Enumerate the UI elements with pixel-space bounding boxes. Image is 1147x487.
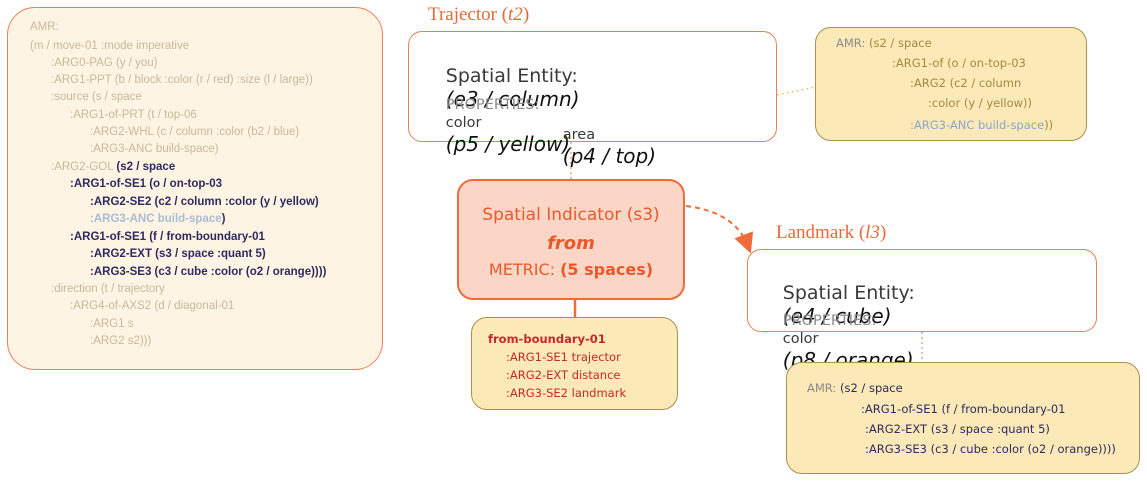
amr-line-10: :ARG2-SE2 (c2 / column :color (y / yello…: [90, 196, 319, 208]
indicator-amr-line-1: :ARG1-SE1 trajector: [506, 350, 621, 364]
trajector-heading: Trajector (t2): [428, 4, 529, 26]
trajector-heading-var: t2: [508, 4, 523, 25]
amr-line-8: :ARG2-GOL (s2 / space: [51, 160, 175, 175]
landmark-amr-line-2: :ARG2-EXT (s3 / space :quant 5): [865, 422, 1050, 436]
amr-line-17: :ARG1 s: [90, 318, 134, 330]
amr-line-8-prefix: :ARG2-GOL: [51, 161, 117, 173]
landmark-properties-label: PROPERTIES:: [782, 313, 877, 329]
trajector-amr-box: AMR: (s2 / space :ARG1-of (o / on-top-03…: [815, 27, 1087, 141]
trajector-amr-line-4-text: :ARG3-ANC build-space: [910, 118, 1045, 132]
landmark-entity-label: Spatial Entity:: [782, 282, 915, 304]
trajector-prop-color: PROPERTIES: color (p5 / yellow): [428, 78, 570, 174]
indicator-amr-line-2: :ARG2-EXT distance: [506, 368, 621, 382]
trajector-amr-line-4-suffix: )): [1044, 118, 1054, 132]
trajector-amr-line-0-text: (s2 / space: [865, 36, 932, 50]
indicator-amr-line-3: :ARG3-SE2 landmark: [506, 386, 627, 400]
trajector-prop1-value: (p5 / yellow): [445, 132, 571, 156]
landmark-amr-box: AMR: (s2 / space :ARG1-of-SE1 (f / from-…: [786, 362, 1140, 474]
amr-line-14: :ARG3-SE3 (c3 / cube :color (o2 / orange…: [90, 266, 327, 278]
amr-line-18: :ARG2 s2))): [90, 335, 152, 347]
trajector-heading-text: Trajector (: [428, 4, 509, 25]
spatial-indicator-box: Spatial Indicator (s3) from METRIC: (5 s…: [457, 179, 685, 300]
landmark-heading: Landmark (l3): [776, 222, 886, 244]
trajector-amr-line-3: :color (y / yellow)): [928, 96, 1033, 110]
trajector-properties-label: PROPERTIES:: [445, 97, 540, 113]
trajector-amr-prefix: AMR:: [836, 36, 866, 50]
amr-line-3: :ARG1-PPT (b / block :color (r / red) :s…: [51, 74, 313, 86]
landmark-amr-line-0: AMR: (s2 / space: [807, 379, 903, 397]
landmark-heading-close: ): [879, 222, 887, 243]
amr-line-11-prefix: :ARG3-ANC build-space: [90, 213, 222, 225]
amr-full-panel: AMR: (m / move-01 :mode imperative :ARG0…: [7, 7, 383, 370]
landmark-box: Spatial Entity: (e4 / cube) PROPERTIES: …: [747, 249, 1097, 372]
landmark-amr-prefix: AMR:: [807, 381, 837, 395]
trajector-entity-label: Spatial Entity:: [445, 65, 578, 87]
trajector-amr-line-1: :ARG1-of (o / on-top-03: [892, 56, 1026, 70]
amr-line-1: (m / move-01 :mode imperative: [30, 40, 190, 52]
trajector-prop2-key: area: [562, 127, 596, 143]
connector-trajector-amr: [776, 86, 816, 96]
trajector-heading-close: ): [522, 4, 530, 25]
landmark-amr-line-3: :ARG3-SE3 (c3 / cube :color (o2 / orange…: [865, 442, 1116, 456]
amr-line-13: :ARG2-EXT (s3 / space :quant 5): [90, 248, 266, 260]
amr-line-7: :ARG3-ANC build-space): [90, 143, 219, 155]
indicator-title: Spatial Indicator (s3): [482, 205, 660, 225]
indicator-relation: from: [547, 233, 595, 254]
landmark-entity: Spatial Entity: (e4 / cube): [765, 264, 915, 346]
indicator-amr-box: from-boundary-01 :ARG1-SE1 trajector :AR…: [471, 317, 678, 410]
amr-line-16: :ARG4-of-AXS2 (d / diagonal-01: [70, 300, 235, 312]
amr-line-5: :ARG1-of-PRT (t / top-06: [70, 109, 197, 121]
amr-line-2: :ARG0-PAG (y / you): [51, 57, 158, 69]
trajector-amr-line-0: AMR: (s2 / space: [836, 34, 932, 52]
indicator-metric-value: (5 spaces): [560, 260, 654, 279]
trajector-box: Spatial Entity: (e3 / column) PROPERTIES…: [408, 31, 777, 168]
indicator-metric-label: METRIC:: [488, 260, 556, 279]
trajector-amr-line-2: :ARG2 (c2 / column: [910, 76, 1022, 90]
landmark-prop1-key: color: [782, 331, 819, 347]
amr-line-4: :source (s / space: [51, 91, 142, 103]
amr-line-15: :direction (t / trajectory: [51, 283, 165, 295]
trajector-entity: Spatial Entity: (e3 / column): [428, 47, 580, 129]
trajector-entity-value: (e3 / column): [445, 87, 580, 111]
indicator-metric: METRIC: (5 spaces): [459, 260, 683, 279]
landmark-amr-line-1: :ARG1-of-SE1 (f / from-boundary-01: [861, 402, 1066, 416]
amr-line-8-suffix: (s2 / space: [116, 161, 176, 173]
amr-line-6: :ARG2-WHL (c / column :color (b2 / blue): [90, 126, 300, 138]
amr-line-12: :ARG1-of-SE1 (f / from-boundary-01: [70, 231, 265, 243]
trajector-prop-area: area (p4 / top): [545, 108, 656, 186]
landmark-heading-text: Landmark (: [776, 222, 866, 243]
trajector-amr-line-4: :ARG3-ANC build-space)): [910, 116, 1053, 134]
landmark-entity-value: (e4 / cube): [782, 304, 892, 328]
indicator-amr-line-0: from-boundary-01: [488, 332, 606, 346]
arrow-indicator-landmark: [685, 205, 754, 254]
landmark-heading-var: l3: [865, 222, 880, 243]
landmark-amr-line-0-text: (s2 / space: [836, 381, 903, 395]
amr-line-0: AMR:: [30, 21, 59, 33]
amr-line-9: :ARG1-of-SE1 (o / on-top-03: [70, 178, 223, 190]
trajector-prop2-value: (p4 / top): [562, 144, 657, 168]
amr-line-11-suffix: ): [221, 213, 226, 225]
amr-line-11: :ARG3-ANC build-space): [90, 212, 225, 227]
trajector-prop1-key: color: [445, 115, 482, 131]
